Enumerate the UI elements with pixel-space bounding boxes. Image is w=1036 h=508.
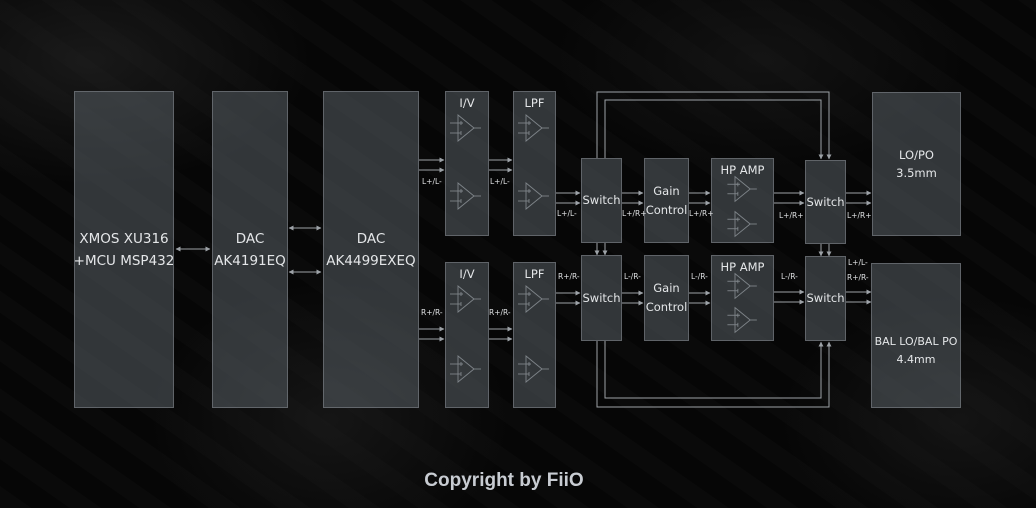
lpf-title: LPF — [524, 267, 545, 281]
switch-top-left-block: Switch — [581, 158, 622, 243]
gain-label: Gain — [653, 183, 680, 198]
output-3-5mm-block: LO/PO 3.5mm — [872, 92, 961, 236]
dac-title: DAC — [235, 230, 265, 247]
hp-amp-top-block: HP AMP — [711, 158, 774, 243]
hp-amp-bottom-block: HP AMP — [711, 255, 774, 341]
xmos-mcu-block: XMOS XU316 +MCU MSP432 — [74, 91, 174, 408]
signal-label: R+/R- — [421, 308, 443, 317]
dac-model: AK4191EQ — [214, 252, 286, 269]
signal-label: L+/R+ — [847, 211, 872, 220]
iv-title: I/V — [459, 96, 475, 110]
signal-label: R+/R- — [489, 308, 511, 317]
feedback-wire-outer-bottom — [596, 341, 832, 408]
switch-label: Switch — [582, 193, 621, 207]
control-label: Control — [645, 202, 688, 217]
signal-label: L-/R- — [691, 272, 708, 281]
xmos-label: XMOS XU316 — [79, 230, 169, 247]
signal-label: L+/R+ — [779, 211, 804, 220]
iv-bottom-block: I/V — [445, 262, 489, 408]
signal-label: R+/R- — [847, 273, 869, 282]
control-label: Control — [645, 300, 688, 314]
switch-label: Switch — [806, 291, 845, 305]
dac-title: DAC — [356, 230, 386, 247]
switch-bottom-left-block: Switch — [581, 255, 622, 341]
hp-amp-title: HP AMP — [720, 260, 765, 274]
switch-top-right-block: Switch — [805, 160, 846, 244]
iv-top-block: I/V — [445, 91, 489, 236]
switch-bottom-right-block: Switch — [805, 256, 846, 341]
feedback-wire-inner-top — [604, 99, 824, 160]
dac-model: AK4499EXEQ — [326, 252, 416, 269]
signal-label: L+/L- — [422, 177, 442, 186]
mcu-label: +MCU MSP432 — [73, 252, 175, 269]
feedback-wire-outer-top — [596, 91, 832, 160]
gain-label: Gain — [653, 281, 680, 295]
signal-label: R+/R- — [558, 272, 580, 281]
iv-title: I/V — [459, 267, 475, 281]
output-4-4mm-block: BAL LO/BAL PO 4.4mm — [871, 263, 961, 408]
output-jack: 3.5mm — [896, 166, 937, 180]
copyright-text: Copyright by FiiO — [424, 470, 584, 491]
signal-label: L+/R+ — [689, 209, 714, 218]
signal-label: L-/R- — [624, 272, 641, 281]
signal-label: L-/R- — [781, 272, 798, 281]
feedback-wire-inner-bottom — [604, 341, 824, 399]
signal-label: L+/L- — [490, 177, 510, 186]
dac-ak4499-block: DAC AK4499EXEQ — [323, 91, 419, 408]
dac-ak4191-block: DAC AK4191EQ — [212, 91, 288, 408]
signal-label: L+/L- — [848, 258, 868, 267]
signal-label: L+/L- — [557, 209, 577, 218]
signal-label: L+/R+ — [622, 209, 647, 218]
lpf-bottom-block: LPF — [513, 262, 556, 408]
gain-control-top-block: Gain Control — [644, 158, 689, 243]
gain-control-bottom-block: Gain Control — [644, 255, 689, 341]
lpf-top-block: LPF — [513, 91, 556, 236]
hp-amp-title: HP AMP — [720, 163, 765, 177]
lpf-title: LPF — [524, 96, 545, 110]
switch-label: Switch — [582, 290, 621, 305]
output-type: LO/PO — [899, 148, 934, 162]
switch-label: Switch — [806, 194, 845, 209]
output-type: BAL LO/BAL PO — [874, 334, 958, 348]
output-jack: 4.4mm — [896, 352, 936, 366]
